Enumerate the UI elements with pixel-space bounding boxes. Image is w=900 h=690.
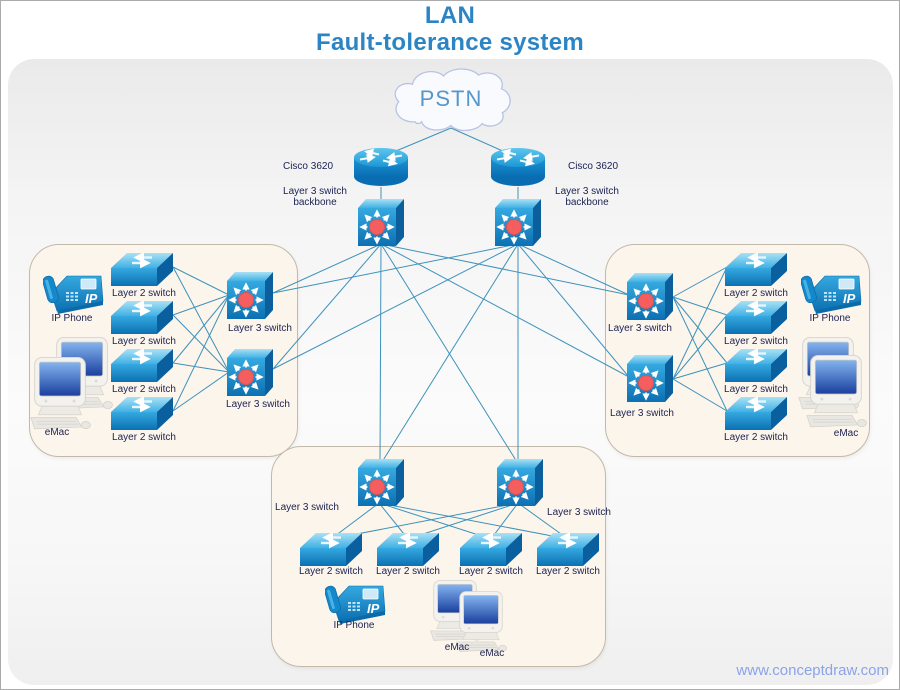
- l2-switch-label: Layer 2 switch: [724, 432, 788, 443]
- backbone-label-right-line1: Layer 3 switch: [555, 186, 619, 197]
- l3-switch-label: Layer 3 switch: [547, 507, 611, 518]
- l2-switch-icon[interactable]: [725, 397, 787, 430]
- ip-phone-icon[interactable]: [43, 269, 105, 315]
- watermark-link[interactable]: www.conceptdraw.com: [736, 662, 889, 679]
- l3-switch-icon[interactable]: [627, 273, 673, 320]
- ip-phone-icon[interactable]: [325, 579, 387, 625]
- l3-switch-icon[interactable]: [227, 272, 273, 319]
- router-label-left: Cisco 3620: [282, 161, 334, 172]
- l2-switch-label: Layer 2 switch: [724, 384, 788, 395]
- l2-switch-icon[interactable]: [537, 533, 599, 566]
- router-icon-left[interactable]: [353, 147, 409, 187]
- backbone-l3-switch-icon-left[interactable]: [358, 199, 404, 246]
- l2-switch-label: Layer 2 switch: [376, 566, 440, 577]
- l2-switch-icon[interactable]: [725, 253, 787, 286]
- emac-icon[interactable]: [29, 357, 91, 433]
- l3-switch-label: Layer 3 switch: [275, 502, 339, 513]
- l3-switch-icon[interactable]: [227, 349, 273, 396]
- l3-switch-icon[interactable]: [497, 459, 543, 506]
- page-title: LAN Fault-tolerance system: [1, 2, 899, 56]
- ip-phone-label: IP Phone: [51, 313, 93, 324]
- title-line-2: Fault-tolerance system: [315, 29, 585, 56]
- backbone-l3-switch-icon-right[interactable]: [495, 199, 541, 246]
- title-line-1: LAN: [424, 2, 476, 29]
- l3-switch-label: Layer 3 switch: [228, 323, 292, 334]
- router-icon-right[interactable]: [490, 147, 546, 187]
- l2-switch-label: Layer 2 switch: [724, 336, 788, 347]
- l2-switch-label: Layer 2 switch: [299, 566, 363, 577]
- backbone-label-left-line1: Layer 3 switch: [283, 186, 347, 197]
- backbone-label-left-line2: backbone: [293, 197, 337, 208]
- backbone-label-right: Layer 3 switch backbone: [543, 186, 631, 208]
- l2-switch-icon[interactable]: [377, 533, 439, 566]
- ip-phone-label: IP Phone: [809, 313, 851, 324]
- l2-switch-label: Layer 2 switch: [724, 288, 788, 299]
- l2-switch-icon[interactable]: [460, 533, 522, 566]
- l3-switch-label: Layer 3 switch: [608, 323, 672, 334]
- router-label-right: Cisco 3620: [567, 161, 619, 172]
- emac-icon[interactable]: [805, 355, 867, 431]
- l2-switch-label: Layer 2 switch: [112, 432, 176, 443]
- l2-switch-label: Layer 2 switch: [536, 566, 600, 577]
- l2-switch-icon[interactable]: [725, 349, 787, 382]
- ip-phone-icon[interactable]: [801, 269, 863, 315]
- emac-label: eMac: [479, 648, 505, 659]
- backbone-label-left: Layer 3 switch backbone: [271, 186, 359, 208]
- ip-phone-label: IP Phone: [333, 620, 375, 631]
- l2-switch-icon[interactable]: [111, 349, 173, 382]
- l3-switch-label: Layer 3 switch: [226, 399, 290, 410]
- l3-switch-icon[interactable]: [627, 355, 673, 402]
- l2-switch-label: Layer 2 switch: [112, 288, 176, 299]
- emac-label: eMac: [833, 428, 859, 439]
- l2-switch-label: Layer 2 switch: [112, 384, 176, 395]
- l2-switch-label: Layer 2 switch: [112, 336, 176, 347]
- l3-switch-label: Layer 3 switch: [610, 408, 674, 419]
- l3-switch-icon[interactable]: [358, 459, 404, 506]
- l2-switch-icon[interactable]: [111, 397, 173, 430]
- l2-switch-icon[interactable]: [300, 533, 362, 566]
- l2-switch-icon[interactable]: [111, 301, 173, 334]
- l2-switch-icon[interactable]: [111, 253, 173, 286]
- pstn-label: PSTN: [419, 86, 483, 111]
- emac-label: eMac: [444, 642, 470, 653]
- backbone-label-right-line2: backbone: [565, 197, 609, 208]
- l2-switch-label: Layer 2 switch: [459, 566, 523, 577]
- emac-label: eMac: [44, 427, 70, 438]
- l2-switch-icon[interactable]: [725, 301, 787, 334]
